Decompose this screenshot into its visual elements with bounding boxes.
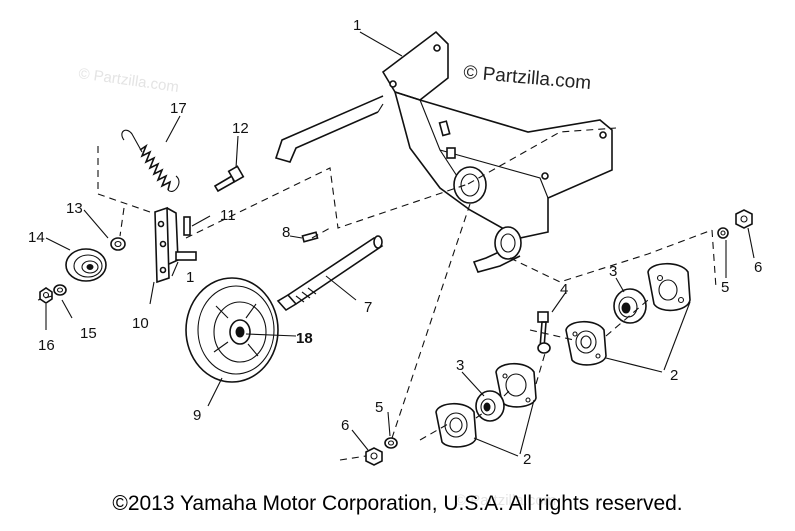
- bolt-12: [213, 165, 245, 193]
- nut-16: [39, 287, 53, 304]
- washer-5-bottom: [384, 437, 398, 449]
- partzilla-watermark: © Partzilla.com: [463, 62, 592, 94]
- callout-7: 7: [364, 299, 372, 316]
- callout-3-lower: 3: [456, 357, 464, 374]
- tension-spring: [121, 129, 180, 192]
- washer-13: [110, 237, 126, 251]
- bearing-upper: [613, 288, 647, 324]
- bracket-hole: [389, 80, 397, 88]
- callout-13: 13: [66, 200, 83, 217]
- lower-bore: [494, 226, 522, 260]
- callout-17: 17: [170, 100, 187, 117]
- callout-1-bracket: 1: [353, 17, 361, 34]
- callout-2-upper: 2: [670, 367, 678, 384]
- callout-1-pin: 1: [186, 269, 194, 286]
- bearing-lower: [475, 390, 505, 422]
- bracket-bore: [453, 166, 487, 204]
- callout-15: 15: [80, 325, 97, 342]
- ghost-watermark-bottom: © Partzilla.com: [455, 492, 556, 509]
- leader-lines: [45, 31, 755, 457]
- bracket-hole: [599, 131, 607, 139]
- bracket-slot: [438, 120, 451, 137]
- bracket-pin: [446, 147, 456, 159]
- copyright-footer: ©2013 Yamaha Motor Corporation, U.S.A. A…: [112, 492, 683, 515]
- flange-lower-b: [435, 402, 477, 448]
- callout-16: 16: [38, 337, 55, 354]
- key-8: [301, 231, 319, 243]
- ghost-watermark-top-left: © Partzilla.com: [77, 65, 179, 96]
- idler-pulley: [65, 248, 107, 282]
- flange-lower-a: [495, 362, 537, 408]
- callout-5-bottom: 5: [375, 399, 383, 416]
- flange-upper-right: [647, 262, 691, 312]
- callout-14: 14: [28, 229, 45, 246]
- washer-5-right: [717, 227, 729, 239]
- bolt-head: [537, 342, 551, 354]
- alignment-lines: [37, 127, 717, 461]
- bracket-hole: [433, 44, 441, 52]
- drive-shaft: [276, 235, 384, 312]
- callout-4: 4: [560, 281, 568, 298]
- callout-18: 18: [296, 330, 313, 347]
- main-bracket: [274, 30, 613, 273]
- arm-stud: [175, 251, 197, 261]
- callout-9: 9: [193, 407, 201, 424]
- callout-12: 12: [232, 120, 249, 137]
- flange-middle: [565, 320, 607, 366]
- callout-3-upper: 3: [609, 263, 617, 280]
- callout-2-lower: 2: [523, 451, 531, 468]
- callout-5-right: 5: [721, 279, 729, 296]
- callout-6-right: 6: [754, 259, 762, 276]
- nut-6-right: [735, 209, 753, 229]
- bracket-hole: [541, 172, 549, 180]
- callout-11: 11: [220, 207, 236, 224]
- callout-8: 8: [282, 224, 290, 241]
- drive-pulley: [185, 277, 279, 383]
- callout-10: 10: [132, 315, 149, 332]
- callout-6-bottom: 6: [341, 417, 349, 434]
- tension-arm: [154, 206, 197, 284]
- pin-11: [183, 216, 191, 236]
- washer-15: [53, 284, 67, 296]
- nut-6-bottom: [365, 447, 383, 466]
